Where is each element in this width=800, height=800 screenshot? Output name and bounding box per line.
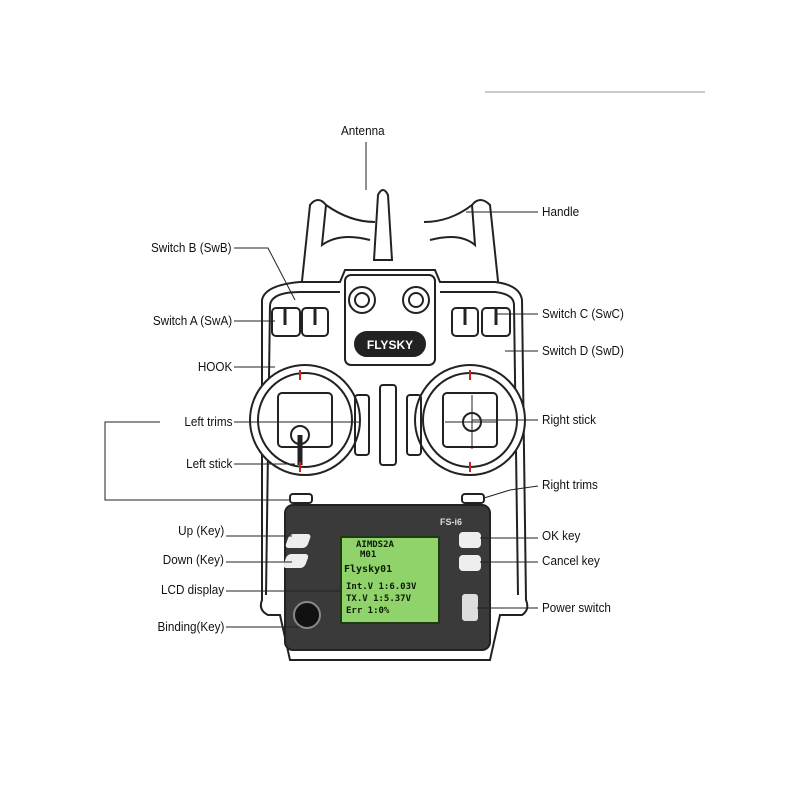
label-switch-c: Switch C (SwC) bbox=[542, 306, 624, 321]
lcd-line1: AIMDS2A bbox=[356, 540, 394, 550]
lcd-display: AIMDS2A M01 Flysky01 Int.V 1:6.03V TX.V … bbox=[340, 536, 440, 624]
lcd-int-v: Int.V 1:6.03V bbox=[346, 582, 417, 592]
lcd-line2: M01 bbox=[360, 550, 377, 560]
label-ok-key: OK key bbox=[542, 528, 581, 543]
label-left-trims: Left trims bbox=[183, 414, 232, 429]
label-right-stick: Right stick bbox=[542, 412, 596, 427]
flysky-logo bbox=[354, 331, 426, 357]
label-right-trims: Right trims bbox=[542, 477, 598, 492]
binding-key bbox=[293, 601, 321, 629]
up-key bbox=[285, 534, 311, 548]
brand-text: FLYSKY bbox=[367, 338, 413, 352]
leader-lines bbox=[104, 142, 539, 628]
lcd-tx-v: TX.V 1:5.37V bbox=[346, 594, 412, 604]
lcd-model-name: Flysky01 bbox=[344, 564, 393, 575]
lcd-err: Err 1:0% bbox=[346, 606, 390, 616]
label-switch-d: Switch D (SwD) bbox=[542, 343, 624, 358]
cancel-key bbox=[459, 555, 481, 571]
label-antenna: Antenna bbox=[341, 123, 385, 138]
label-switch-a: Switch A (SwA) bbox=[152, 313, 232, 328]
label-hook: HOOK bbox=[197, 359, 232, 374]
label-lcd-display: LCD display bbox=[160, 582, 224, 597]
label-up-key: Up (Key) bbox=[177, 523, 224, 538]
ok-key bbox=[459, 532, 481, 548]
label-switch-b: Switch B (SwB) bbox=[151, 240, 232, 255]
power-switch bbox=[462, 594, 478, 621]
label-power-switch: Power switch bbox=[542, 600, 611, 615]
label-left-stick: Left stick bbox=[185, 456, 232, 471]
transmitter-body bbox=[249, 189, 529, 661]
down-key bbox=[283, 554, 309, 568]
label-handle: Handle bbox=[542, 204, 580, 219]
antenna bbox=[372, 189, 394, 261]
trim-marks bbox=[299, 370, 471, 472]
label-down-key: Down (Key) bbox=[162, 552, 224, 567]
label-cancel-key: Cancel key bbox=[542, 553, 600, 568]
label-binding-key: Binding(Key) bbox=[157, 619, 224, 634]
model-text: FS-i6 bbox=[440, 517, 462, 527]
